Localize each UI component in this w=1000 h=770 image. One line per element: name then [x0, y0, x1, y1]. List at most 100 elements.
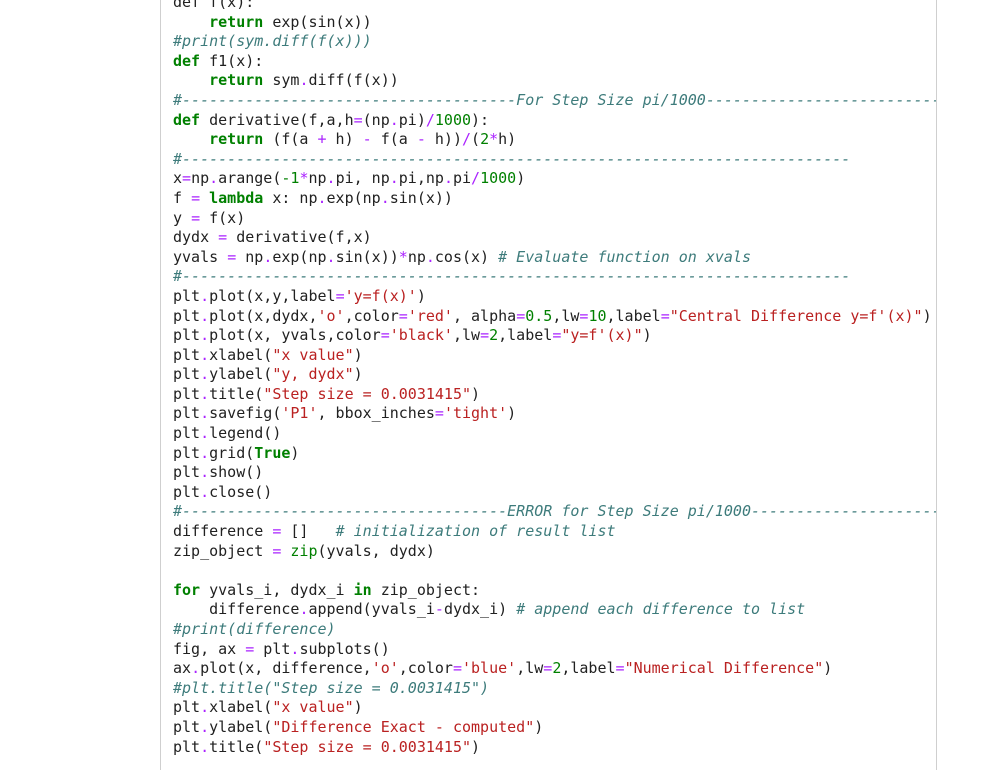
code-token: . — [200, 404, 210, 423]
code-line[interactable]: return (f(a + h) - f(a - h))/(2*h) — [173, 130, 936, 150]
code-line[interactable]: plt.title("Step size = 0.0031415") — [173, 738, 936, 758]
code-line[interactable]: plt.title("Step size = 0.0031415") — [173, 384, 936, 405]
code-token: 'black' — [389, 326, 453, 345]
code-token: savefig( — [209, 404, 282, 423]
code-line[interactable]: f = lambda x: np.exp(np.sin(x)) — [173, 188, 936, 209]
code-token: arange( — [218, 169, 282, 188]
code-line[interactable]: plt.ylabel("Difference Exact - computed"… — [173, 717, 936, 738]
code-token: dydx_i) — [443, 600, 517, 619]
code-token: ) — [922, 306, 932, 325]
code-token: . — [200, 306, 210, 325]
code-token: plot(x,y,label — [209, 286, 336, 305]
code-line[interactable]: zip_object = zip(yvals, dydx) — [173, 542, 936, 562]
code-line[interactable]: plt.xlabel("x value") — [173, 345, 936, 366]
code-token: np — [407, 247, 426, 266]
code-line[interactable]: dydx = derivative(f,x) — [173, 228, 936, 248]
code-token: 0.5 — [525, 306, 553, 325]
code-cell[interactable]: def f(x): return exp(sin(x))#print(sym.d… — [160, 0, 937, 770]
code-token: . — [326, 169, 336, 188]
code-token: plt — [173, 424, 201, 443]
code-token: 2 — [480, 130, 490, 149]
code-line[interactable]: return exp(sin(x)) — [173, 12, 936, 33]
code-line[interactable]: fig, ax = plt.subplots() — [173, 639, 936, 660]
code-line[interactable]: plt.plot(x,dydx,'o',color='red', alpha=0… — [173, 306, 936, 327]
code-token: = — [543, 659, 553, 678]
code-token: (np — [362, 110, 390, 129]
code-token: xlabel( — [209, 698, 273, 717]
code-token: = — [227, 247, 237, 266]
code-line[interactable]: difference.append(yvals_i-dydx_i) # appe… — [173, 600, 936, 620]
code-token — [200, 189, 209, 207]
code-line[interactable]: yvals = np.exp(np.sin(x))*np.cos(x) # Ev… — [173, 247, 936, 268]
code-token — [173, 130, 209, 148]
code-editor[interactable]: def f(x): return exp(sin(x))#print(sym.d… — [173, 0, 936, 758]
code-line[interactable]: #plt.title("Step size = 0.0031415") — [173, 679, 936, 699]
code-token: #---------------------------------------… — [173, 267, 851, 286]
code-token: sin(x)) — [389, 188, 453, 207]
code-line[interactable]: plt.close() — [173, 482, 936, 503]
code-token: . — [200, 365, 210, 384]
code-token: ) — [516, 169, 526, 188]
code-line[interactable]: plt.savefig('P1', bbox_inches='tight') — [173, 404, 936, 424]
code-token: . — [200, 463, 210, 482]
code-token: np — [236, 247, 264, 266]
code-token: in — [353, 580, 372, 599]
code-line[interactable]: #-------------------------------------Fo… — [173, 91, 936, 111]
code-token: . — [200, 717, 210, 736]
code-line[interactable]: #print(sym.diff(f(x))) — [173, 32, 936, 52]
code-token: plt — [173, 286, 201, 305]
code-token: subplots() — [299, 639, 390, 658]
code-line[interactable]: #------------------------------------ERR… — [173, 502, 936, 522]
code-token: ,lw — [452, 326, 481, 345]
code-line[interactable]: plt.plot(x, yvals,color='black',lw=2,lab… — [173, 326, 936, 346]
code-token: cos(x) — [434, 247, 499, 266]
code-token: . — [263, 247, 273, 266]
code-token: ,label — [498, 326, 553, 345]
code-token: 'o' — [317, 306, 345, 325]
code-token: . — [389, 169, 399, 188]
code-token: plt — [173, 698, 201, 717]
code-token: legend() — [209, 424, 282, 443]
code-token: . — [200, 286, 210, 305]
code-token: = — [552, 326, 562, 345]
code-token: = — [218, 228, 228, 247]
code-line[interactable]: def derivative(f,a,h=(np.pi)/1000): — [173, 110, 936, 131]
code-token: plot(x, difference, — [200, 659, 372, 678]
code-token: 10 — [588, 306, 607, 325]
code-token: xlabel( — [209, 345, 273, 364]
code-line[interactable]: return sym.diff(f(x)) — [173, 71, 936, 91]
code-line[interactable]: for yvals_i, dydx_i in zip_object: — [173, 580, 936, 601]
code-token: ) — [353, 365, 363, 384]
code-line[interactable]: plt.ylabel("y, dydx") — [173, 365, 936, 385]
code-line[interactable]: plt.legend() — [173, 424, 936, 444]
code-token: 'red' — [407, 306, 453, 325]
code-token: = — [245, 639, 255, 658]
code-line[interactable]: plt.show() — [173, 463, 936, 483]
code-token: plt — [173, 482, 201, 501]
code-token: ) — [353, 345, 363, 364]
code-line[interactable]: difference = [] # initialization of resu… — [173, 522, 936, 542]
code-line[interactable]: plt.plot(x,y,label='y=f(x)') — [173, 286, 936, 307]
code-line[interactable]: #---------------------------------------… — [173, 267, 936, 287]
code-line[interactable]: ax.plot(x, difference,'o',color='blue',l… — [173, 659, 936, 679]
code-line[interactable]: #print(difference) — [173, 620, 936, 640]
code-token: ( — [471, 130, 481, 149]
code-token: return — [209, 12, 264, 31]
code-line[interactable]: #---------------------------------------… — [173, 150, 936, 170]
code-token: , alpha — [452, 306, 517, 325]
code-token: exp(np — [272, 247, 327, 266]
code-line[interactable]: y = f(x) — [173, 209, 936, 229]
code-line[interactable]: def f1(x): — [173, 52, 936, 72]
code-line[interactable]: def f(x): — [173, 0, 936, 13]
code-token: ) — [534, 717, 544, 736]
code-token: title( — [209, 384, 264, 403]
code-line[interactable]: x=np.arange(-1*np.pi, np.pi,np.pi/1000) — [173, 169, 936, 189]
code-token: - — [362, 130, 372, 149]
code-token: = — [660, 306, 670, 325]
code-line[interactable]: plt.xlabel("x value") — [173, 698, 936, 718]
code-token: "x value" — [272, 698, 354, 717]
code-token: . — [200, 326, 210, 345]
code-line[interactable]: plt.grid(True) — [173, 444, 936, 464]
code-line[interactable] — [173, 561, 936, 581]
code-token: fig, ax — [173, 639, 246, 658]
